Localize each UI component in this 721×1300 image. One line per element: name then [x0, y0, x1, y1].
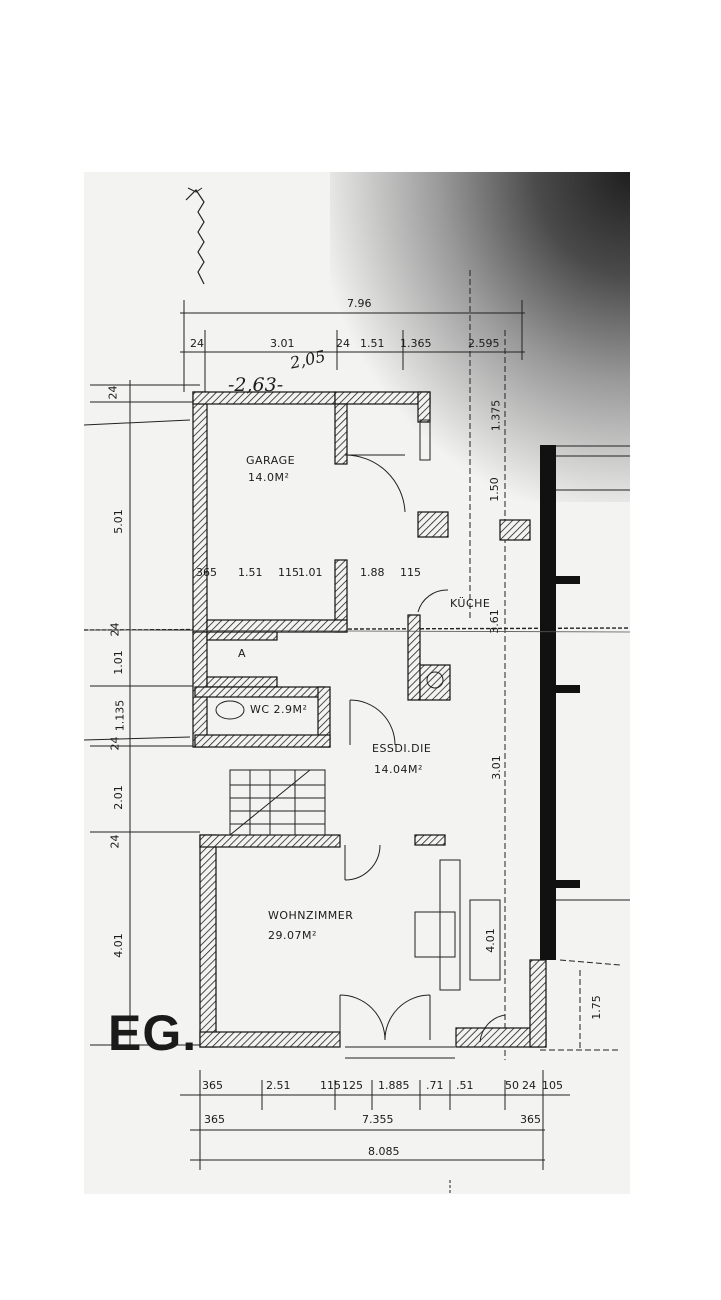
dim-top-f: 2.595: [468, 337, 500, 350]
garage-walls: [192, 391, 531, 633]
dim-garage-b: 1.51: [238, 566, 263, 579]
dim-bottom1-h: 50: [505, 1079, 519, 1092]
room-wohnzimmer-name: WOHNZIMMER: [268, 909, 354, 922]
dim-garage-f: 115: [400, 566, 421, 579]
handwritten-note: -2,63-: [228, 374, 284, 396]
room-abstell-name: A: [238, 647, 247, 660]
room-garage-name: GARAGE: [246, 454, 296, 467]
dim-left-h: 24: [108, 834, 122, 849]
dim-top-d: 1.51: [360, 337, 385, 350]
dim-right-d: 3.01: [489, 755, 503, 780]
dim-garage-d: 1.01: [298, 566, 323, 579]
fixtures: [215, 419, 501, 1059]
dim-bottom2-a: 365: [204, 1113, 225, 1126]
plan-sheet: [84, 172, 630, 1194]
service-walls: [192, 614, 451, 748]
dim-right-b: 1.50: [487, 477, 501, 502]
dim-garage-e: 1.88: [360, 566, 385, 579]
dim-top-a: 24: [190, 337, 204, 350]
room-essdiele-name: ESSDI.DIE: [372, 742, 432, 755]
living-walls: [199, 834, 547, 1048]
dim-bottom1-a: 365: [202, 1079, 223, 1092]
dim-top-c: 24: [336, 337, 350, 350]
dim-bottom1-g: .51: [456, 1079, 474, 1092]
dim-bottom1-e: 1.885: [378, 1079, 410, 1092]
dim-right-a: 1.375: [489, 399, 503, 432]
dim-right-c: 3.61: [487, 609, 501, 634]
neighbour-outline: [556, 445, 630, 901]
dim-left-c: 24: [108, 622, 122, 637]
dim-bottom1-f: .71: [426, 1079, 444, 1092]
dim-right-e: 4.01: [483, 928, 497, 953]
dim-left-d: 1.01: [111, 650, 125, 675]
dimension-lines-top: [180, 187, 525, 392]
dim-garage-a: 365: [196, 566, 217, 579]
dim-left-f: 24: [108, 736, 122, 751]
fold-line: [83, 629, 631, 633]
dim-left-e: 1.135: [113, 699, 127, 732]
dimension-lines-bottom: [180, 1070, 570, 1194]
room-wc-name: WC 2.9M²: [250, 703, 308, 716]
dim-top-b: 3.01: [270, 337, 295, 350]
room-kueche-name: KÜCHE: [450, 597, 491, 610]
dim-garage-c: 115: [278, 566, 299, 579]
dim-bottom1-i: 24: [522, 1079, 536, 1092]
dim-top-e: 1.365: [400, 337, 432, 350]
door-swings: [339, 454, 506, 1043]
dim-left-b: 5.01: [111, 509, 125, 534]
dim-left-i: 4.01: [111, 933, 125, 958]
exterior-wall-black: [540, 445, 580, 960]
dim-left-g: 2.01: [111, 785, 125, 810]
room-garage-area: 14.0M²: [248, 471, 290, 484]
dim-left-a: 24: [106, 385, 120, 400]
dim-bottom2-b: 7.355: [362, 1113, 394, 1126]
dim-bottom2-c: 365: [520, 1113, 541, 1126]
room-wohnzimmer-area: 29.07M²: [268, 929, 317, 942]
dim-bottom1-b: 2.51: [266, 1079, 291, 1092]
dim-bottom1-d: 125: [342, 1079, 363, 1092]
photocopy-shadow: [330, 172, 630, 502]
stairs: [229, 769, 326, 836]
dim-top-overall: 7.96: [347, 297, 372, 310]
dim-bottom1-c: 115: [320, 1079, 341, 1092]
dimension-lines-right: [469, 270, 621, 1060]
dim-bottom1-j: 105: [542, 1079, 563, 1092]
room-essdiele-area: 14.04M²: [374, 763, 423, 776]
floor-label: EG.: [108, 1005, 198, 1061]
dim-bottom3-overall: 8.085: [368, 1145, 400, 1158]
dim-right-f: 1.75: [589, 995, 603, 1020]
